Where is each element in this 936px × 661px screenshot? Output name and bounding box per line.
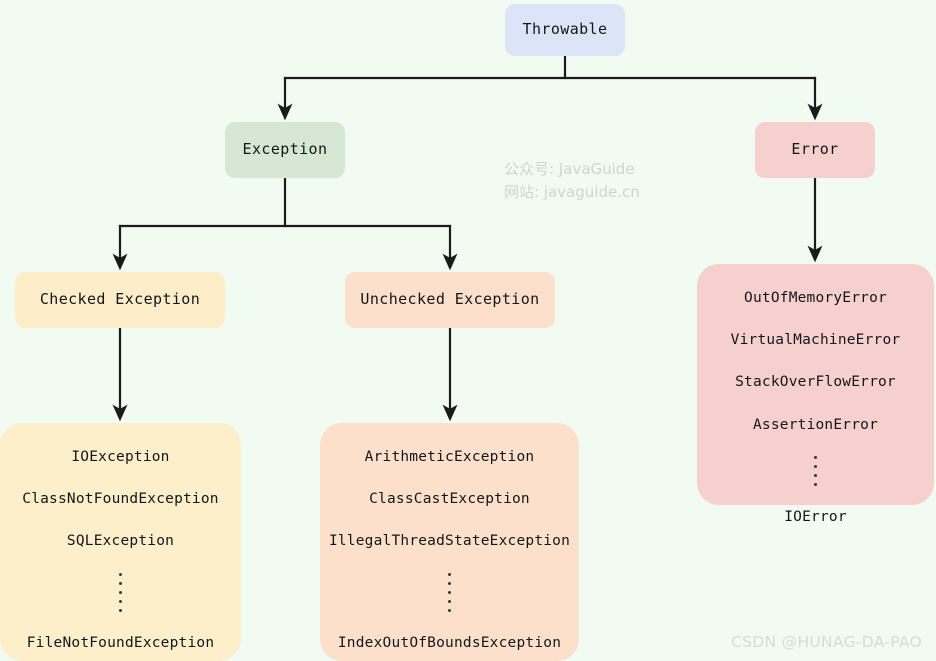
- node-checked-exception-label: Checked Exception: [39, 290, 201, 309]
- list-item: ClassNotFoundException: [22, 491, 219, 508]
- list-item: IllegalThreadStateException: [328, 533, 571, 550]
- watermark-center-line2: 网站: javaguide.cn: [504, 182, 640, 201]
- node-checked-exception[interactable]: Checked Exception: [15, 272, 225, 328]
- vertical-ellipsis-icon: [119, 570, 122, 615]
- node-error-subtypes-list[interactable]: OutOfMemoryError VirtualMachineError Sta…: [697, 264, 934, 525]
- node-unchecked-exception-subtypes-list[interactable]: ArithmeticException ClassCastException I…: [320, 423, 579, 661]
- node-exception-label: Exception: [242, 140, 328, 159]
- watermark-center-line1: 公众号: JavaGuide: [504, 160, 635, 178]
- list-item: VirtualMachineError: [730, 332, 901, 349]
- edge-throwable-branch: [277, 54, 823, 121]
- node-error-label: Error: [791, 140, 839, 159]
- node-unchecked-exception-label: Unchecked Exception: [360, 290, 540, 309]
- node-unchecked-exception[interactable]: Unchecked Exception: [345, 272, 555, 328]
- list-item: IOException: [71, 449, 170, 465]
- watermark-center: 公众号: JavaGuide 网站: javaguide.cn: [504, 158, 640, 203]
- watermark-corner: CSDN @HUNAG-DA-PAO: [731, 633, 922, 651]
- vertical-ellipsis-icon: [448, 570, 451, 615]
- edge-exception-branch: [112, 176, 458, 271]
- list-item: IOError: [784, 508, 847, 525]
- node-checked-exception-subtypes-list[interactable]: IOException ClassNotFoundException SQLEx…: [0, 423, 241, 661]
- node-throwable[interactable]: Throwable: [505, 4, 625, 56]
- list-item: AssertionError: [752, 416, 879, 433]
- list-item: ClassCastException: [369, 491, 530, 508]
- node-error[interactable]: Error: [755, 122, 875, 178]
- list-item: IndexOutOfBoundsException: [337, 634, 562, 651]
- node-throwable-label: Throwable: [522, 20, 608, 39]
- node-exception[interactable]: Exception: [225, 122, 345, 178]
- list-item: StackOverFlowError: [735, 374, 896, 391]
- list-item: ArithmeticException: [364, 449, 535, 465]
- list-item: FileNotFoundException: [26, 634, 215, 651]
- list-item: SQLException: [66, 533, 175, 550]
- list-item: OutOfMemoryError: [744, 290, 887, 306]
- vertical-ellipsis-icon: [814, 453, 817, 489]
